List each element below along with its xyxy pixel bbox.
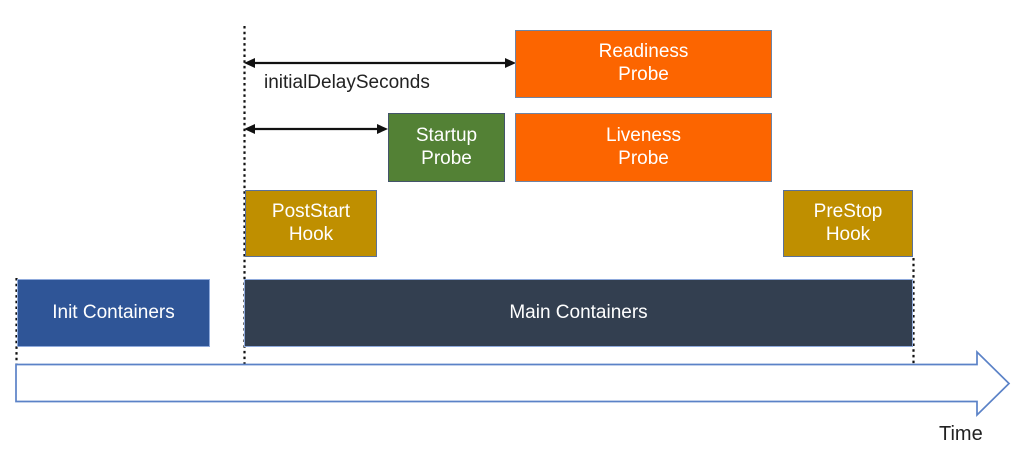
init-containers-label: Init Containers [52,301,175,323]
initial-delay-startup-arrow [244,124,388,134]
time-axis-arrow [15,349,1011,418]
prestop-hook-box: PreStop Hook [783,190,913,257]
time-axis-label: Time [939,423,983,445]
main-containers-bar: Main Containers [244,279,913,347]
readiness-probe-label: Readiness Probe [598,41,689,85]
startup-probe-label: Startup Probe [415,124,478,169]
poststart-hook-label: PostStart Hook [271,200,351,245]
poststart-hook-box: PostStart Hook [245,190,377,257]
prestop-hook-label: PreStop Hook [813,200,883,245]
arrowhead-left-icon [244,124,255,134]
liveness-probe-label: Liveness Probe [606,124,681,169]
main-containers-label: Main Containers [509,301,648,323]
arrowhead-right-icon [377,124,388,134]
init-containers-bar: Init Containers [17,279,210,347]
liveness-probe-box: Liveness Probe [515,113,772,182]
readiness-probe-box: Readiness Probe [515,30,772,98]
initial-delay-readiness-arrow [244,58,516,68]
arrowhead-right-icon [505,58,516,68]
initial-delay-seconds-label: initialDelaySeconds [264,72,430,93]
startup-probe-box: Startup Probe [388,113,505,182]
arrowhead-left-icon [244,58,255,68]
